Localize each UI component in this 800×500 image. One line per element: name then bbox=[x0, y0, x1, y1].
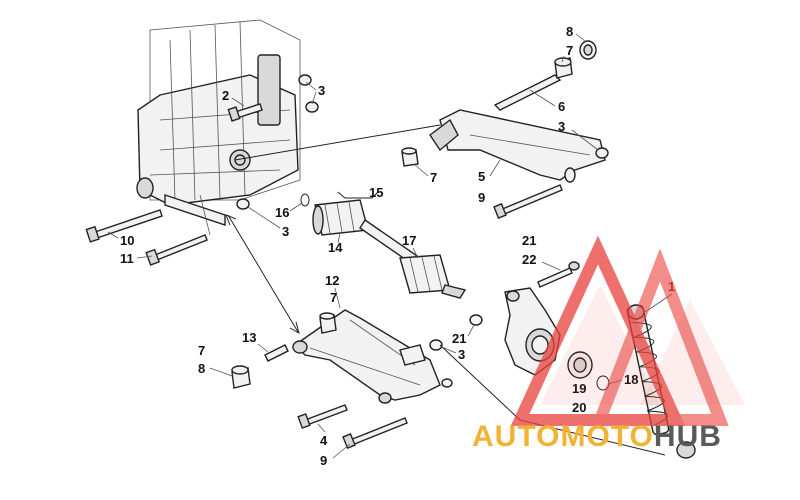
callout-8-lower: 8 bbox=[198, 361, 205, 376]
callout-3-lower: 3 bbox=[458, 347, 465, 362]
callout-10: 10 bbox=[120, 233, 134, 248]
bracket-15 bbox=[337, 191, 379, 199]
clip-16 bbox=[300, 193, 310, 207]
nut-21 bbox=[469, 314, 483, 326]
nut-3-lower bbox=[429, 339, 443, 351]
callout-9-upper: 9 bbox=[478, 190, 485, 205]
watermark-triangle-right bbox=[591, 248, 729, 426]
callout-16: 16 bbox=[275, 205, 289, 220]
bushing-7-left bbox=[401, 147, 419, 167]
nut-3-top-a bbox=[298, 74, 312, 86]
callout-15: 15 bbox=[369, 185, 383, 200]
watermark-automoto: AUTOMOTO bbox=[472, 420, 654, 453]
callout-5: 5 bbox=[478, 169, 485, 184]
nut-3-top-b bbox=[305, 101, 319, 113]
cv-boot-14 bbox=[312, 199, 369, 236]
lower-arm-12 bbox=[292, 309, 441, 404]
callout-18: 18 bbox=[624, 372, 638, 387]
bushing-7-lower-top bbox=[319, 312, 337, 334]
leader-upper-arm bbox=[234, 124, 441, 161]
cv-boot-17 bbox=[399, 254, 467, 299]
callout-19: 19 bbox=[572, 381, 586, 396]
callout-12: 12 bbox=[325, 273, 339, 288]
bushing-8-top bbox=[579, 40, 597, 60]
bushing-7-top bbox=[554, 57, 573, 79]
bolt-10 bbox=[85, 209, 163, 243]
callout-7-lower: 7 bbox=[330, 290, 337, 305]
watermark-logo bbox=[510, 235, 745, 426]
bushing-7-lower-left bbox=[231, 365, 251, 389]
bolt-11 bbox=[145, 234, 208, 266]
watermark-text: AUTOMOTOHUB bbox=[472, 420, 722, 453]
callout-2: 2 bbox=[222, 88, 229, 103]
callout-13: 13 bbox=[242, 330, 256, 345]
shaft-13 bbox=[264, 344, 289, 362]
bolt-9-upper bbox=[493, 184, 563, 219]
bolt-22 bbox=[537, 261, 580, 288]
callout-22: 22 bbox=[522, 252, 536, 267]
watermark-hub: HUB bbox=[654, 420, 722, 453]
upper-arm-5 bbox=[429, 109, 606, 183]
bolt-4 bbox=[297, 404, 348, 429]
callout-17: 17 bbox=[402, 233, 416, 248]
callout-7-lower-left: 7 bbox=[198, 343, 205, 358]
callout-6: 6 bbox=[558, 99, 565, 114]
callout-14: 14 bbox=[328, 240, 343, 255]
bearing-19 bbox=[567, 351, 593, 379]
callout-3-frame: 3 bbox=[282, 224, 289, 239]
callout-11: 11 bbox=[120, 251, 134, 266]
callout-21-top: 21 bbox=[522, 233, 536, 248]
callout-4: 4 bbox=[320, 433, 328, 448]
pivot-shaft-6 bbox=[493, 74, 562, 111]
callout-7-left: 7 bbox=[430, 170, 437, 185]
bolt-2 bbox=[227, 103, 263, 122]
bolt-9-lower bbox=[342, 417, 408, 449]
callout-21-lower: 21 bbox=[452, 331, 466, 346]
nut-3-frame bbox=[236, 198, 250, 210]
callout-3-upper: 3 bbox=[558, 119, 565, 134]
callout-9-lower: 9 bbox=[320, 453, 327, 468]
nut-3-right bbox=[595, 147, 609, 159]
leader-lower-arm bbox=[227, 214, 299, 333]
frame-assembly bbox=[136, 19, 301, 236]
callout-8-top: 8 bbox=[566, 24, 573, 39]
nut-3-lower-b bbox=[441, 378, 453, 388]
callout-3-top: 3 bbox=[318, 83, 325, 98]
callout-20: 20 bbox=[572, 400, 586, 415]
callout-7-top: 7 bbox=[566, 43, 573, 58]
